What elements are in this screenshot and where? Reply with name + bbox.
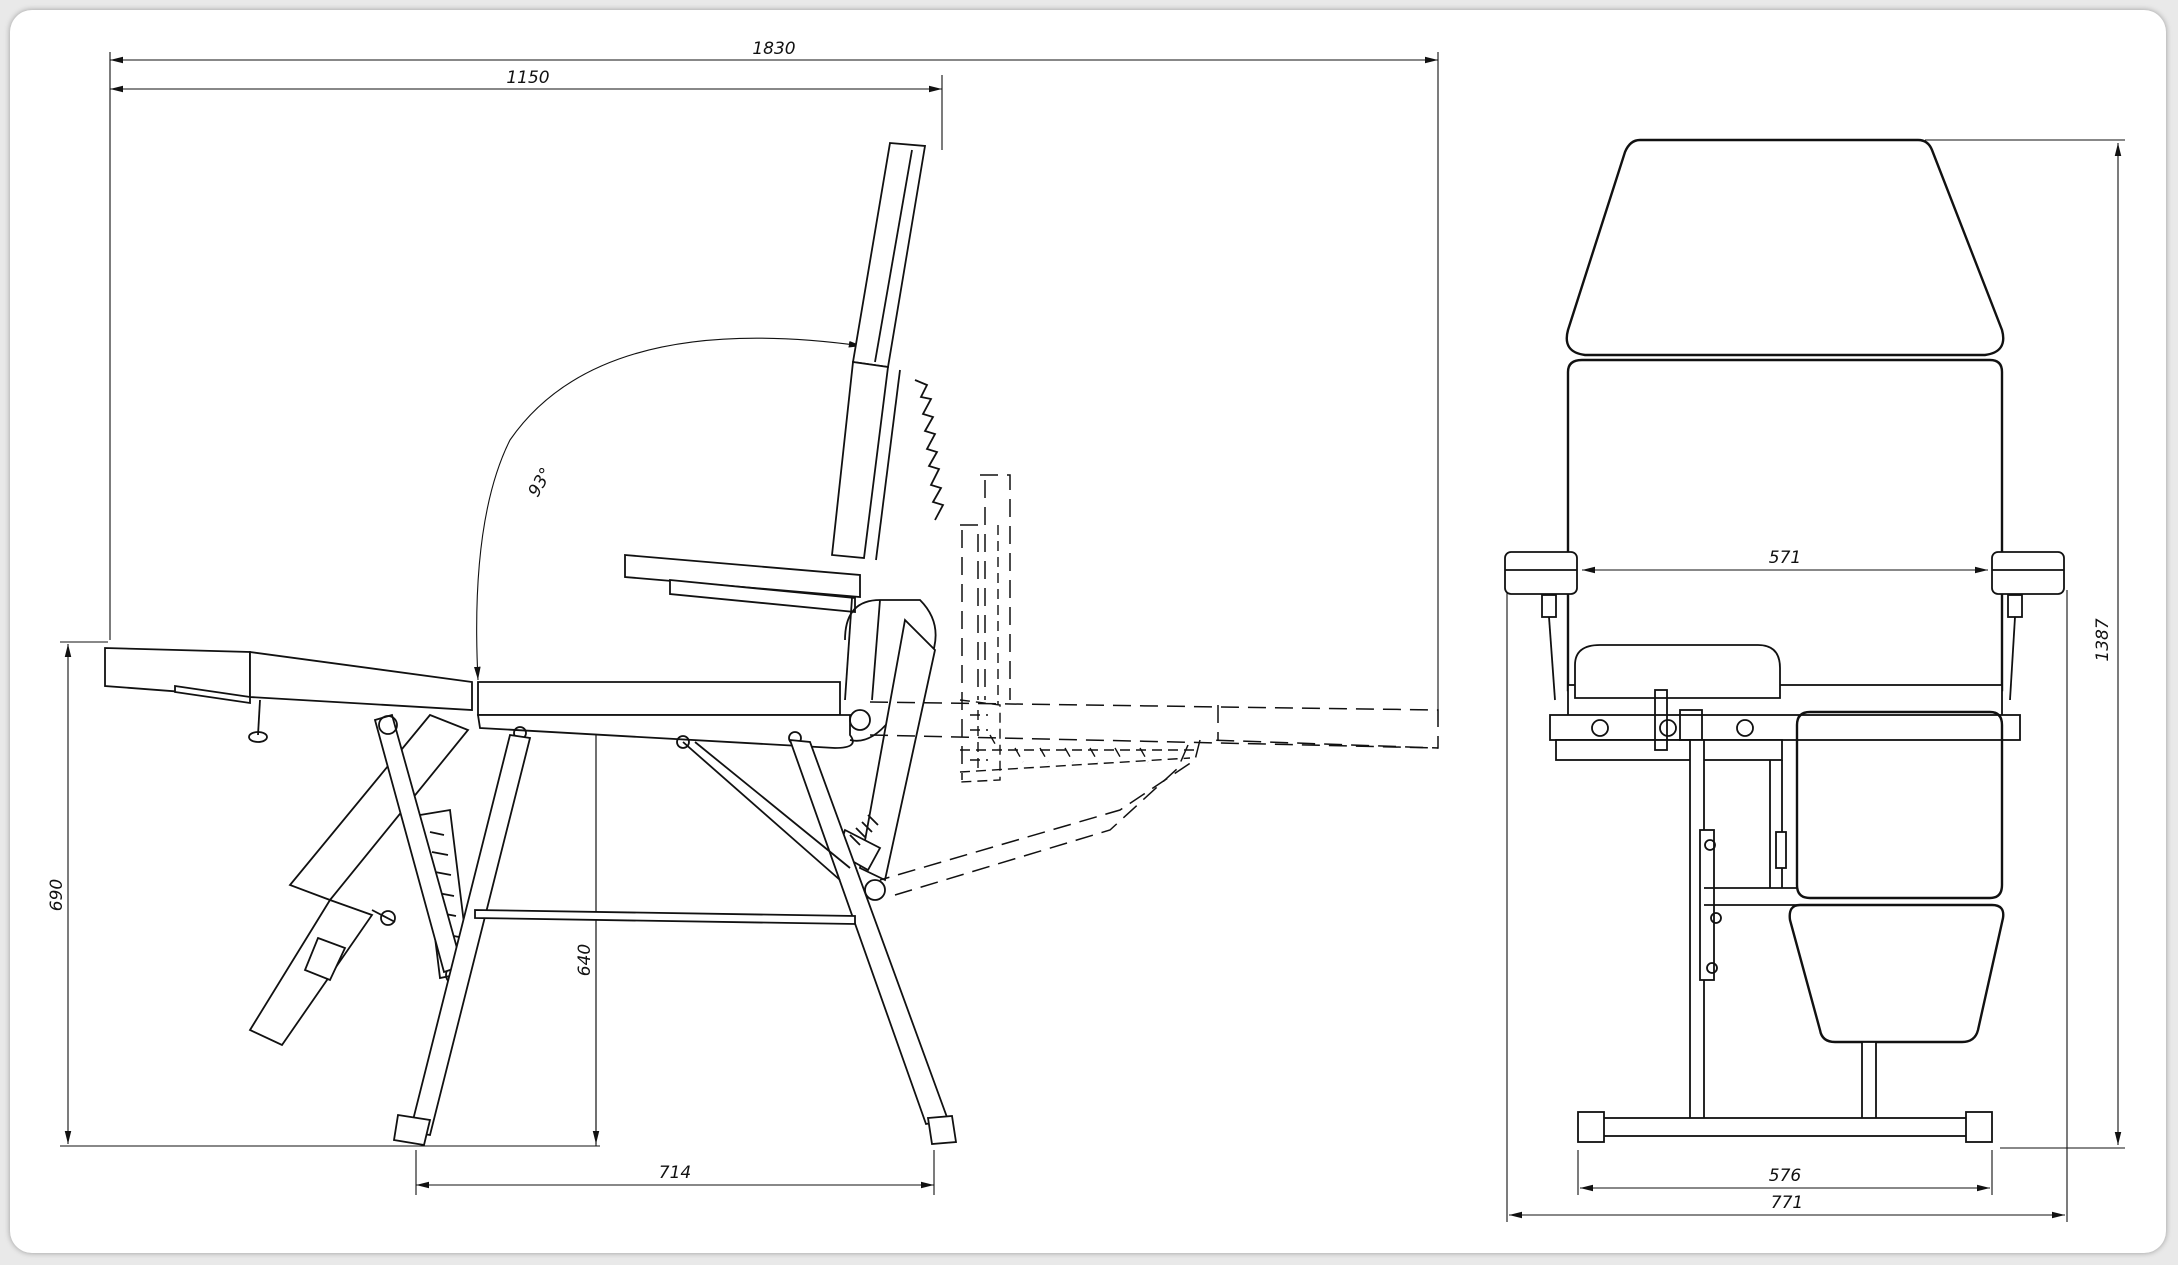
front-legs bbox=[373, 713, 532, 1147]
dimension-overall-length: 1830 bbox=[110, 39, 1438, 64]
armrests-front bbox=[1504, 551, 2065, 701]
dimension-back-angle: 93° bbox=[474, 337, 863, 681]
front-view: 1387 571 576 771 bbox=[1504, 138, 2125, 1222]
headrest bbox=[1565, 138, 2005, 357]
dimension-total-width: 771 bbox=[1506, 590, 2068, 1222]
seat bbox=[476, 599, 937, 749]
leg-rest-lowered bbox=[248, 713, 470, 1047]
dimension-total-height: 1387 bbox=[1925, 139, 2125, 1149]
seat-front bbox=[1549, 644, 2021, 761]
dim-label-571: 571 bbox=[1769, 548, 1801, 568]
backrest-front bbox=[1566, 358, 2004, 692]
backrest bbox=[831, 142, 945, 561]
dim-label-771: 771 bbox=[1771, 1193, 1803, 1213]
rear-legs bbox=[474, 738, 958, 1145]
drawing-sheet bbox=[10, 10, 2166, 1253]
dimension-base-width: 576 bbox=[1577, 1150, 1993, 1195]
legrest-upper-front bbox=[1795, 710, 2004, 900]
dim-label-1830: 1830 bbox=[752, 39, 795, 59]
dim-label-93deg: 93° bbox=[524, 464, 556, 500]
dimension-leg-span: 714 bbox=[416, 1163, 934, 1189]
dim-label-1150: 1150 bbox=[506, 68, 549, 88]
side-view: 1830 1150 690 640 714 93° bbox=[47, 39, 1439, 1195]
armrest bbox=[624, 554, 881, 701]
dimension-backrest-height: 690 bbox=[47, 644, 72, 1144]
reclined-position-outline bbox=[869, 474, 1439, 896]
dim-label-690: 690 bbox=[47, 879, 67, 911]
dim-label-1387: 1387 bbox=[2093, 618, 2113, 661]
dimension-seat-to-back: 1150 bbox=[110, 68, 942, 93]
back-support-strut bbox=[836, 618, 936, 882]
legrest-lower-front bbox=[1788, 903, 2005, 1044]
dim-label-714: 714 bbox=[659, 1163, 691, 1183]
column-and-base bbox=[1577, 739, 1993, 1143]
dim-label-576: 576 bbox=[1769, 1166, 1802, 1186]
dim-label-640: 640 bbox=[575, 944, 595, 976]
leg-rest-horizontal bbox=[104, 647, 473, 743]
dimension-armrest-width: 571 bbox=[1582, 548, 1988, 574]
